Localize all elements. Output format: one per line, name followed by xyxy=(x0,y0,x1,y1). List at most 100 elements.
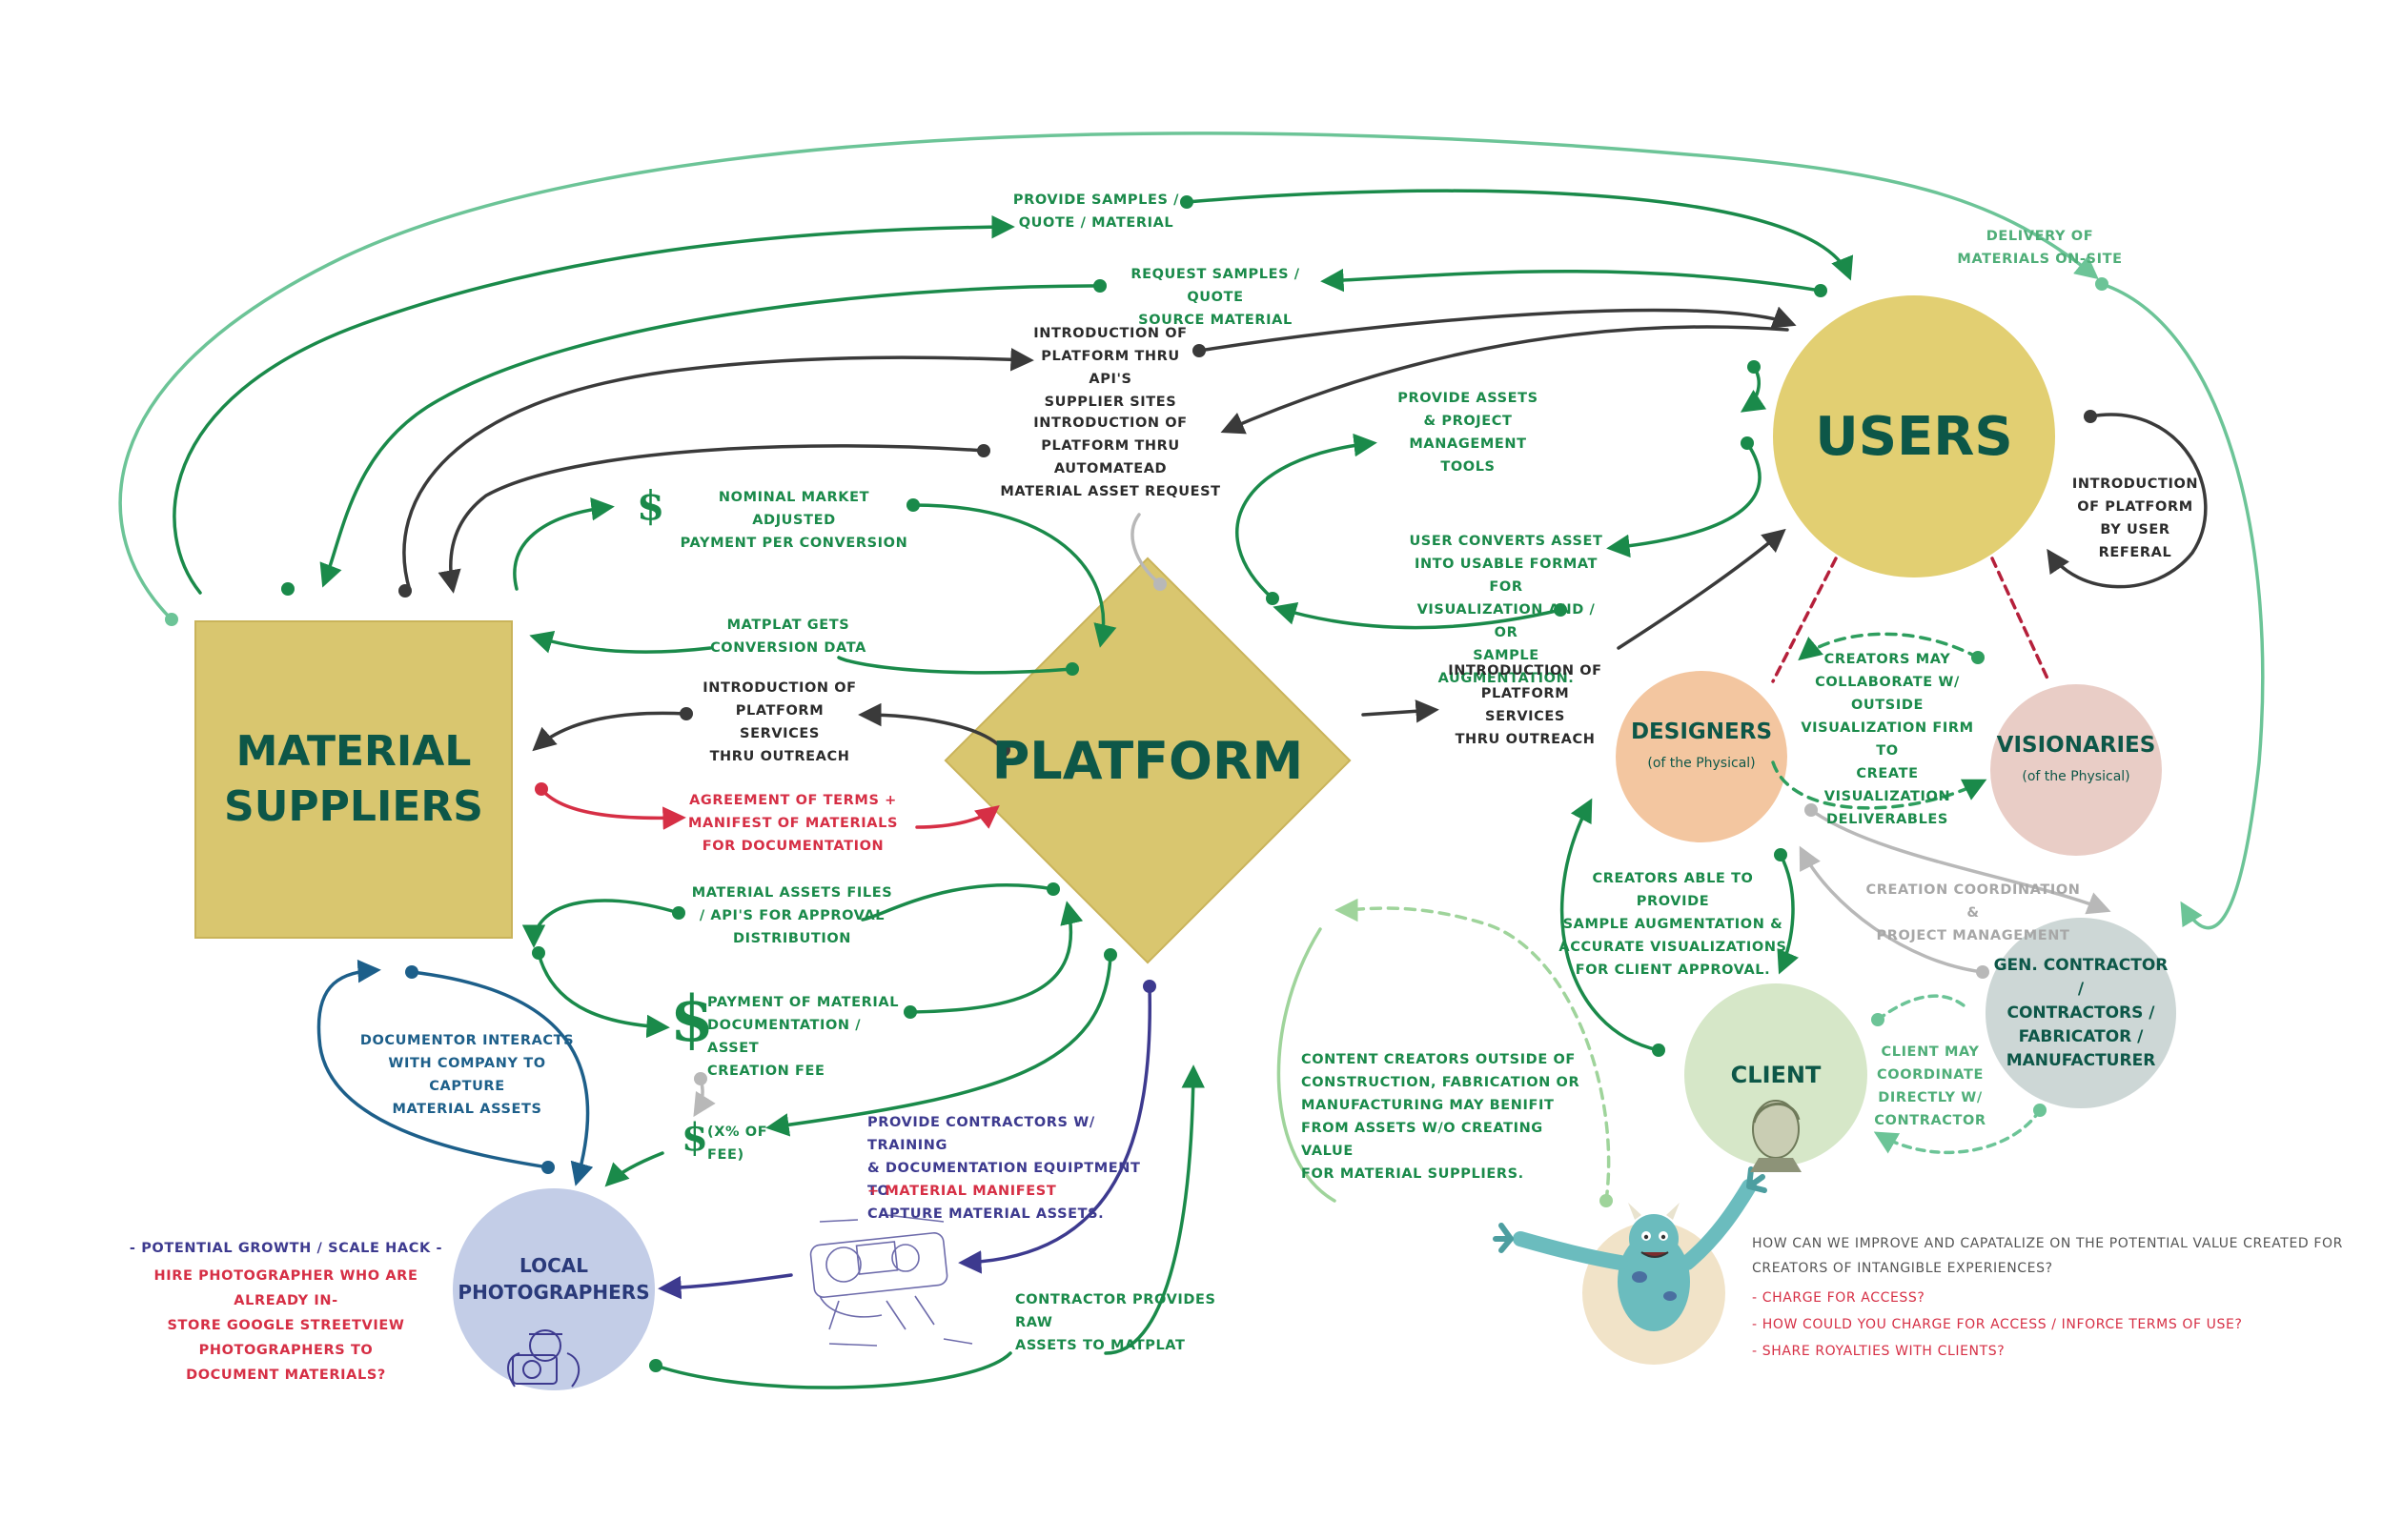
payment-documentation-right-arrow xyxy=(908,901,1084,1014)
documentor-left-arrow xyxy=(316,959,550,1169)
intro-api-left-arrow xyxy=(402,348,1034,593)
automated-request-grey-line xyxy=(1130,513,1162,586)
creation-coordination-label: CREATION COORDINATION & PROJECT MANAGEME… xyxy=(1865,882,2081,943)
fee-percent-to-photographers-arrow xyxy=(604,1151,664,1187)
provide-samples-label: PROVIDE SAMPLES / QUOTE / MATERIAL xyxy=(1012,192,1180,231)
user-converts-label: USER CONVERTS ASSET INTO USABLE FORMAT F… xyxy=(1409,534,1603,686)
intro-api-right-arrow xyxy=(1197,306,1797,353)
training-equipment-right-arrow xyxy=(958,984,1152,1274)
request-samples-label: REQUEST SAMPLES / QUOTE SOURCE MATERIAL xyxy=(1130,267,1300,328)
raw-assets-to-platform-arrow xyxy=(1104,1064,1206,1355)
delivery-supply-arc xyxy=(118,132,2099,621)
content-creators-dashed-arrow xyxy=(1334,898,1611,1203)
client-circle[interactable] xyxy=(1684,983,1867,1166)
nominal-payment-right-arrow xyxy=(911,503,1117,648)
provide-contractors-label: PROVIDE CONTRACTORS W/ TRAINING & DOCUME… xyxy=(867,1115,1141,1222)
delivery-label: DELIVERY OF MATERIALS ON-SITE xyxy=(1957,229,2123,267)
growth-body-label: HIRE PHOTOGRAPHER WHO ARE ALREADY IN- ST… xyxy=(153,1268,418,1383)
local-photographers-label: LOCAL PHOTOGRAPHERS xyxy=(458,1254,650,1304)
delivery-on-site-arrow xyxy=(2100,282,2265,930)
intro-services-left-label: INTRODUCTION OF PLATFORM SERVICES THRU O… xyxy=(703,680,857,764)
intro-automated-left-arrow xyxy=(438,444,986,594)
nominal-payment-label: NOMINAL MARKET ADJUSTED PAYMENT PER CONV… xyxy=(680,490,908,551)
content-creators-label: CONTENT CREATORS OUTSIDE OF CONSTRUCTION… xyxy=(1301,1052,1580,1182)
endpoint-dots xyxy=(165,195,2108,1372)
platform-to-contractor-arrow xyxy=(765,953,1112,1137)
monster-figure-icon xyxy=(1493,1166,1767,1331)
dollar-sign-icon: $ xyxy=(637,482,665,529)
local-photographers-circle[interactable] xyxy=(453,1188,655,1390)
dollar-sign-icon: $ xyxy=(682,1115,708,1160)
camera-sketch-illustration xyxy=(809,1214,973,1347)
conversion-data-right-line xyxy=(837,656,1074,675)
raw-assets-lower-line xyxy=(654,1351,1012,1389)
payment-documentation-left-arrow xyxy=(537,951,670,1039)
collaborate-upper-dashed-arrow xyxy=(1798,632,1980,661)
intro-services-right-to-label-arrow xyxy=(858,702,1006,752)
intro-automated-label: INTRODUCTION OF PLATFORM THRU AUTOMATEAD… xyxy=(1000,415,1221,499)
referral-loop-arrow xyxy=(2047,413,2208,589)
designers-circle[interactable] xyxy=(1616,671,1787,842)
intro-automated-right-arrow xyxy=(1220,325,1789,435)
provide-samples-left-arrow xyxy=(173,214,1015,595)
documentor-interacts-label: DOCUMENTOR INTERACTS WITH COMPANY TO CAP… xyxy=(359,1033,575,1117)
dollar-sign-icon: $ xyxy=(670,982,714,1056)
photographer-sketch-icon xyxy=(507,1329,580,1388)
creators-able-label: CREATORS ABLE TO PROVIDE SAMPLE AUGMENTA… xyxy=(1558,871,1787,978)
training-equipment-left-arrow xyxy=(658,1273,793,1300)
creators-collaborate-label: CREATORS MAY COLLABORATE W/ OUTSIDE VISU… xyxy=(1801,652,1974,827)
nominal-payment-left-arrow xyxy=(513,497,615,591)
designers-sublabel: (of the Physical) xyxy=(1647,756,1756,771)
designers-label: DESIGNERS xyxy=(1630,719,1773,744)
material-suppliers-label: MATERIAL SUPPLIERS xyxy=(224,727,483,831)
user-converts-upper-arrow xyxy=(1606,441,1762,558)
agreement-label: AGREEMENT OF TERMS + MANIFEST OF MATERIA… xyxy=(687,793,899,854)
provide-assets-left-arrow xyxy=(1235,433,1377,600)
visionaries-sublabel: (of the Physical) xyxy=(2022,769,2130,784)
documentor-right-arrow xyxy=(410,970,594,1186)
conversion-data-left-arrow xyxy=(529,630,712,654)
material-files-right-line xyxy=(861,883,1055,922)
client-coordinate-upper-dashed xyxy=(1876,994,1965,1022)
content-creators-left-line xyxy=(1276,927,1336,1203)
provide-assets-label: PROVIDE ASSETS & PROJECT MANAGEMENT TOOL… xyxy=(1397,391,1538,475)
banknote-portrait-icon xyxy=(1750,1100,1802,1172)
request-samples-left-arrow xyxy=(319,284,1102,588)
users-visionaries-dashed xyxy=(1990,557,2049,680)
matplat-conversion-label: MATPLAT GETS CONVERSION DATA xyxy=(710,618,866,656)
coordination-lower-arrow xyxy=(1799,845,1985,974)
growth-title-label: - POTENTIAL GROWTH / SCALE HACK - xyxy=(129,1241,443,1256)
provide-samples-right-arrow xyxy=(1185,189,1854,281)
payment-documentation-label: PAYMENT OF MATERIAL DOCUMENTATION / ASSE… xyxy=(707,995,900,1079)
fee-percent-label: (X% OF FEE) xyxy=(707,1125,768,1163)
gen-contractor-circle[interactable] xyxy=(1986,918,2176,1108)
contractor-raw-label: CONTRACTOR PROVIDES RAW ASSETS TO MATPLA… xyxy=(1015,1292,1216,1353)
users-label: USERS xyxy=(1815,405,2013,468)
creators-able-to-client-arrow xyxy=(1777,853,1799,975)
intro-services-right-label: INTRODUCTION OF PLATFORM SERVICES THRU O… xyxy=(1448,663,1602,747)
intro-services-to-users-arrow xyxy=(1617,528,1786,650)
material-suppliers-box[interactable] xyxy=(194,620,513,939)
provide-assets-right-arrow xyxy=(1740,365,1767,413)
user-converts-lower-arrow xyxy=(1273,601,1562,630)
intro-referral-label: INTRODUCTION OF PLATFORM BY USER REFERAL xyxy=(2071,476,2199,560)
platform-diamond[interactable] xyxy=(944,557,1352,964)
users-designers-dashed xyxy=(1771,557,1838,683)
collaborate-lower-dashed-arrow xyxy=(1771,760,1987,810)
creators-able-upper-arrow xyxy=(1560,798,1660,1052)
client-label: CLIENT xyxy=(1730,1062,1822,1088)
coordination-upper-arrow xyxy=(1809,808,2111,915)
agreement-left-arrow xyxy=(540,787,686,830)
material-files-label: MATERIAL ASSETS FILES / API'S FOR APPROV… xyxy=(691,885,893,946)
client-coordinate-lower-dashed-arrow xyxy=(1873,1108,2042,1155)
question-item: - CHARGE FOR ACCESS? xyxy=(1752,1290,1925,1306)
intro-api-label: INTRODUCTION OF PLATFORM THRU API'S SUPP… xyxy=(1033,326,1188,410)
visionaries-label: VISIONARIES xyxy=(1996,733,2156,758)
visionaries-circle[interactable] xyxy=(1990,684,2162,856)
gen-contractor-label: GEN. CONTRACTOR / CONTRACTORS / FABRICAT… xyxy=(1993,955,2169,1070)
question-item: - SHARE ROYALTIES WITH CLIENTS? xyxy=(1752,1344,2006,1359)
platform-label: PLATFORM xyxy=(991,730,1304,791)
users-circle[interactable] xyxy=(1773,295,2055,578)
intro-services-left-arrow xyxy=(532,711,688,752)
